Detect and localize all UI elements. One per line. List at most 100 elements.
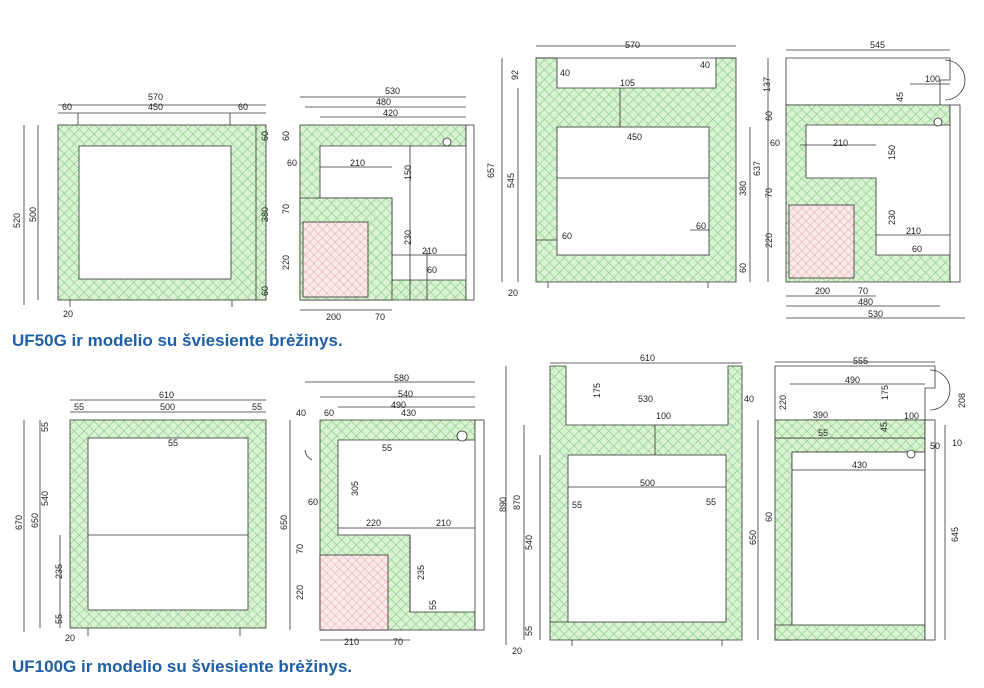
uf100-side-view [289, 381, 485, 641]
dim-label: 150 [887, 145, 897, 160]
dim-label: 70 [295, 544, 305, 554]
dim-label: 500 [160, 402, 175, 412]
uf100-front-view [23, 399, 267, 636]
dim-label: 70 [858, 286, 868, 296]
dim-label: 137 [762, 77, 772, 92]
dim-label: 105 [620, 78, 635, 88]
dim-label: 100 [656, 411, 671, 421]
dim-label: 657 [486, 163, 496, 178]
dim-label: 60 [562, 231, 572, 241]
dim-label: 570 [625, 40, 640, 50]
dim-label: 20 [63, 309, 73, 319]
dim-label: 55 [40, 422, 50, 432]
dim-label: 380 [738, 181, 748, 196]
dim-label: 70 [764, 188, 774, 198]
dim-label: 200 [815, 286, 830, 296]
dim-label: 610 [159, 390, 174, 400]
dim-label: 55 [252, 402, 262, 412]
dim-label: 500 [640, 478, 655, 488]
dim-label: 570 [148, 92, 163, 102]
dim-label: 235 [54, 564, 64, 579]
dim-label: 220 [764, 233, 774, 248]
dim-label: 20 [65, 633, 75, 643]
dim-label: 210 [833, 138, 848, 148]
dim-label: 420 [383, 108, 398, 118]
dim-label: 70 [281, 204, 291, 214]
dim-label: 60 [62, 102, 72, 112]
dim-label: 220 [295, 585, 305, 600]
dim-label: 55 [54, 614, 64, 624]
dim-label: 220 [366, 518, 381, 528]
dim-label: 60 [308, 497, 318, 507]
dim-label: 150 [403, 165, 413, 180]
dim-label: 520 [12, 213, 22, 228]
dim-label: 500 [28, 207, 38, 222]
dim-label: 450 [148, 102, 163, 112]
dim-label: 60 [260, 286, 270, 296]
dim-label: 480 [858, 297, 873, 307]
dim-label: 55 [74, 402, 84, 412]
dim-label: 480 [376, 97, 391, 107]
dim-label: 870 [512, 495, 522, 510]
dim-label: 235 [416, 565, 426, 580]
dim-label: 100 [925, 74, 940, 84]
dim-label: 10 [952, 438, 962, 448]
dim-label: 580 [394, 373, 409, 383]
dim-label: 20 [512, 646, 522, 656]
dim-label: 305 [350, 481, 360, 496]
dim-label: 175 [880, 385, 890, 400]
dim-label: 40 [560, 68, 570, 78]
dim-label: 430 [401, 408, 416, 418]
dim-label: 55 [524, 626, 534, 636]
dim-label: 545 [870, 40, 885, 50]
dim-label: 40 [296, 408, 306, 418]
dim-label: 650 [30, 513, 40, 528]
dim-label: 175 [592, 383, 602, 398]
dim-label: 650 [279, 515, 289, 530]
dim-label: 490 [845, 375, 860, 385]
dim-label: 380 [260, 207, 270, 222]
dim-label: 20 [508, 288, 518, 298]
dim-label: 55 [818, 428, 828, 438]
dim-label: 60 [287, 158, 297, 168]
dim-label: 210 [344, 637, 359, 647]
dim-label: 670 [14, 515, 24, 530]
dim-label: 45 [895, 92, 905, 102]
dim-label: 220 [778, 395, 788, 410]
dim-label: 890 [498, 497, 508, 512]
dim-label: 55 [572, 500, 582, 510]
dim-label: 60 [770, 138, 780, 148]
dim-label: 210 [436, 518, 451, 528]
dim-label: 100 [904, 411, 919, 421]
dim-label: 555 [853, 356, 868, 366]
dim-label: 210 [422, 246, 437, 256]
dim-label: 220 [281, 255, 291, 270]
uf50-side-view [299, 96, 475, 311]
dim-label: 40 [700, 60, 710, 70]
dim-label: 92 [510, 70, 520, 80]
dim-label: 230 [887, 210, 897, 225]
dim-label: 230 [403, 230, 413, 245]
dim-label: 55 [706, 497, 716, 507]
dim-label: 490 [391, 400, 406, 410]
dim-label: 530 [868, 309, 883, 319]
dim-label: 60 [260, 131, 270, 141]
dim-label: 60 [764, 512, 774, 522]
uf100-open-side-view [757, 361, 951, 641]
uf50-open-side-view [767, 49, 966, 319]
dim-label: 70 [393, 637, 403, 647]
dim-label: 210 [906, 226, 921, 236]
dim-label: 530 [385, 86, 400, 96]
dim-label: 60 [764, 111, 774, 121]
caption-uf50g: UF50G ir modelio su šviesiente brėžinys. [12, 331, 343, 350]
dim-label: 645 [950, 527, 960, 542]
dim-label: 50 [930, 441, 940, 451]
dim-label: 55 [168, 438, 178, 448]
dim-label: 70 [375, 312, 385, 322]
dim-label: 208 [957, 393, 967, 408]
caption-uf100g: UF100G ir modelio su šviesiente brėžinys… [12, 657, 353, 676]
dim-label: 55 [382, 443, 392, 453]
dim-label: 545 [506, 173, 516, 188]
dimension-labels: 570 60 450 60 520 500 60 380 60 20 530 4… [12, 40, 967, 656]
